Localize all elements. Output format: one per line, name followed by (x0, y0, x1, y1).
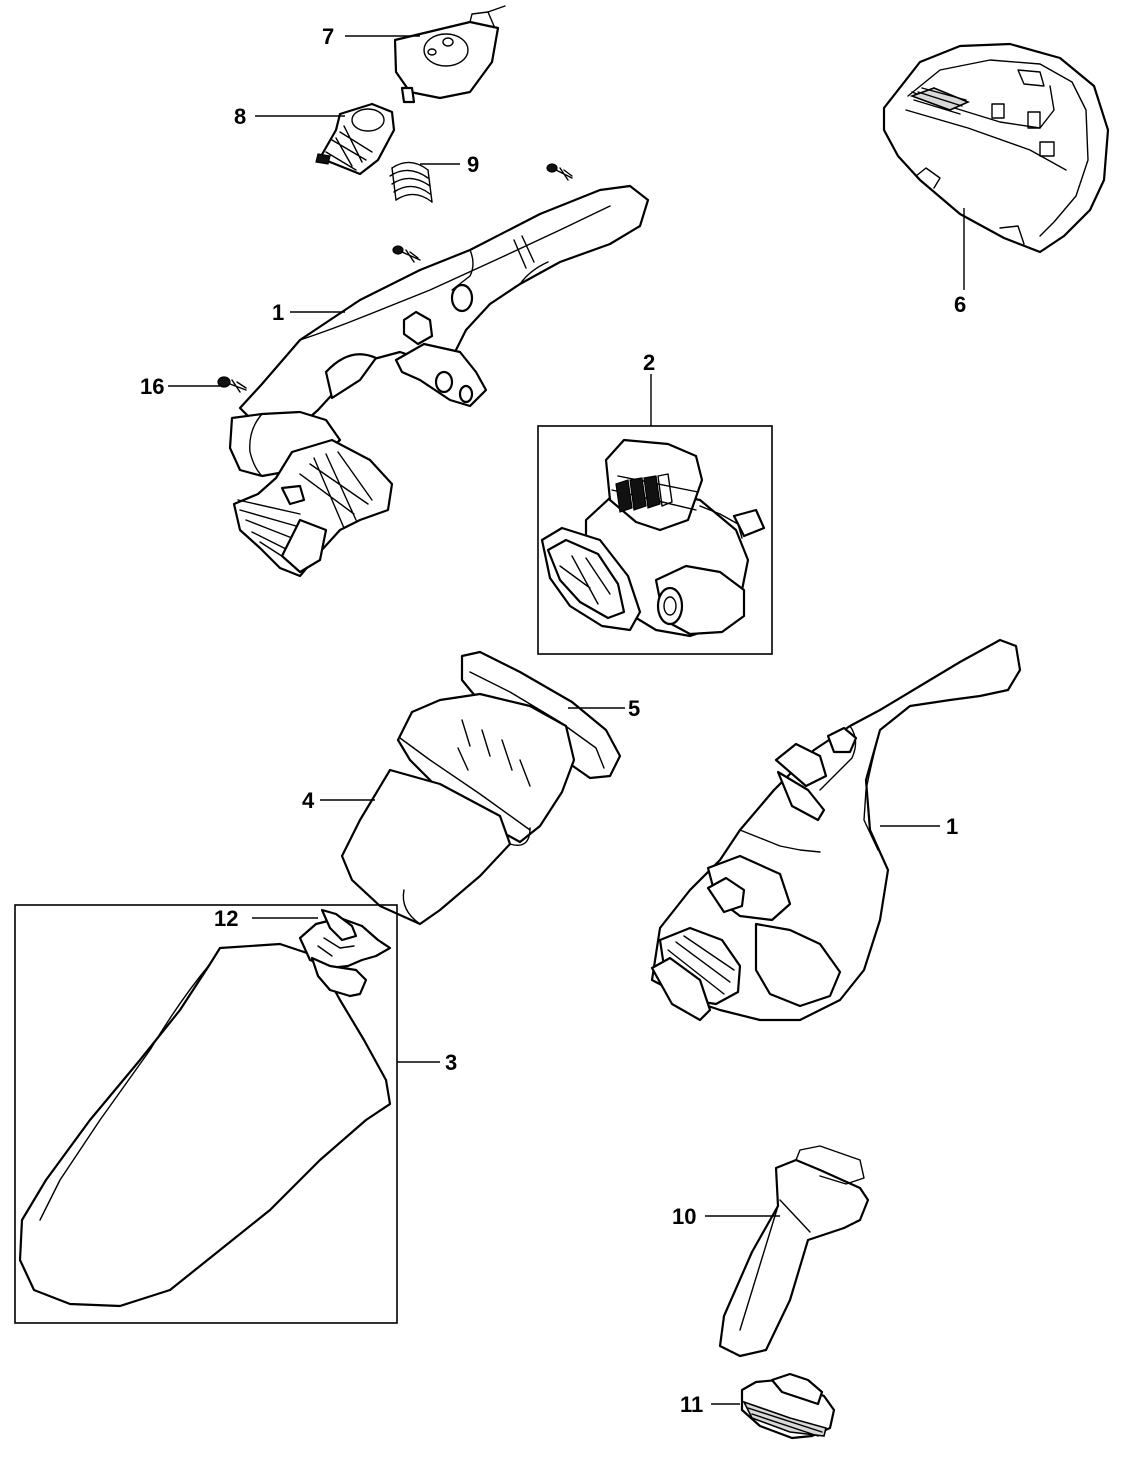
callout-6: 6 (954, 292, 966, 317)
part-8-switch-body (315, 102, 396, 176)
part-12-bag-clip (298, 908, 392, 998)
part-6-cover (882, 42, 1110, 254)
part-4-filter (340, 692, 576, 926)
callout-9: 9 (467, 152, 479, 177)
part-9-spring (389, 161, 433, 203)
callout-1-upper: 1 (272, 300, 284, 325)
part-16-screw (217, 376, 247, 393)
callout-2: 2 (643, 350, 655, 375)
part-11-brush (740, 1372, 836, 1440)
part-3-dust-bag (14, 904, 398, 1324)
leader-lines (168, 35, 965, 1405)
part-2-motor-assembly (537, 425, 773, 655)
callout-5: 5 (628, 696, 640, 721)
callout-3: 3 (445, 1050, 457, 1075)
part-7-switch-actuator (393, 5, 506, 104)
callout-12: 12 (214, 906, 238, 931)
callout-8: 8 (234, 104, 246, 129)
callout-1-lower: 1 (946, 814, 958, 839)
callout-4: 4 (302, 788, 315, 813)
part-1-housing-left-half (228, 184, 650, 578)
callout-11: 11 (680, 1392, 703, 1417)
callout-7: 7 (322, 24, 334, 49)
part-1-housing-right-half (650, 638, 1022, 1022)
screw-upper (546, 163, 573, 181)
callout-16: 16 (140, 374, 164, 399)
callout-10: 10 (672, 1204, 696, 1229)
part-10-crevice-tool (718, 1145, 870, 1358)
screw-middle (392, 245, 421, 263)
